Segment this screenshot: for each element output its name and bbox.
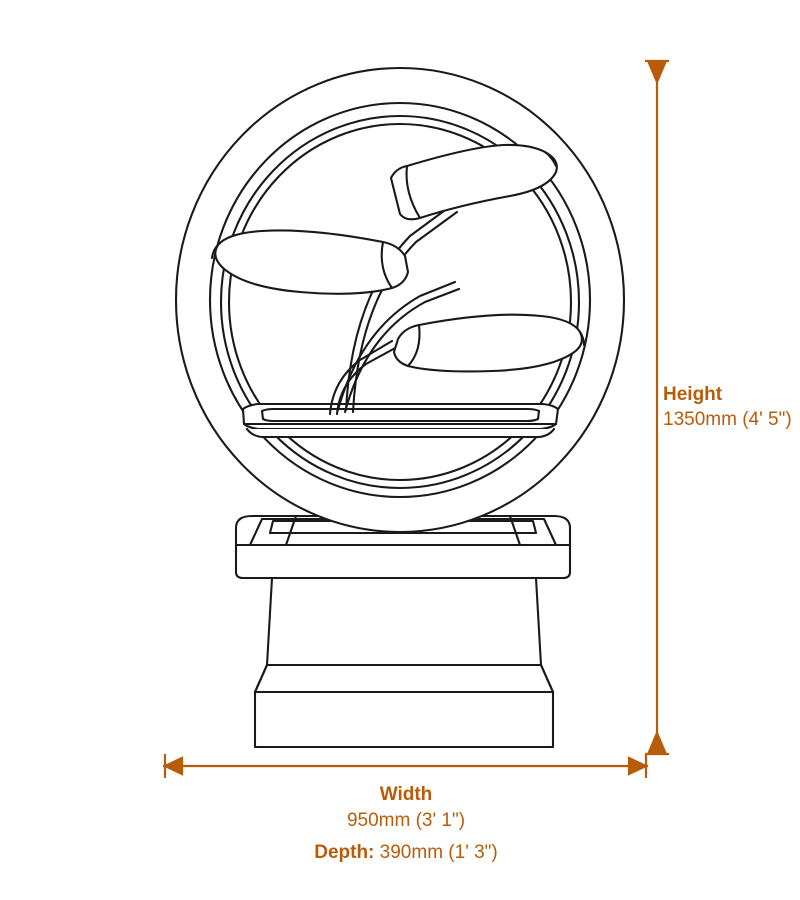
height-dimension-label: Height 1350mm (4' 5") <box>663 382 792 432</box>
plinth-block <box>253 690 555 749</box>
height-arrow-bottom <box>647 730 667 754</box>
ring-foot-right <box>508 514 522 547</box>
fin-stems <box>328 203 461 416</box>
ring-foot-left <box>284 514 298 547</box>
fin-upper-crease <box>405 164 422 220</box>
depth-label-value: 390mm (1' 3") <box>379 842 498 863</box>
pedestal-cap-block <box>234 543 572 580</box>
trough-bottom-edge <box>245 427 556 439</box>
trough-inner-groove <box>260 407 541 423</box>
plinth-bevel-left-edge <box>253 663 269 694</box>
fin-middle-body <box>214 229 410 295</box>
inner-ring-inner-edge <box>227 122 573 482</box>
fin-lower-tip <box>578 330 586 347</box>
height-label-value: 1350mm (4' 5") <box>663 409 792 430</box>
width-label-title: Width <box>379 784 433 805</box>
fin-upper-tip <box>543 150 558 168</box>
fin-blade-upper <box>389 143 558 221</box>
depth-label-title: Depth: <box>314 842 380 863</box>
stem-middle <box>336 280 457 412</box>
height-dimension-line <box>645 59 669 756</box>
height-arrow-top <box>647 61 667 85</box>
height-label-title: Height <box>663 384 723 405</box>
pedestal-base <box>234 514 572 749</box>
width-label-value: 950mm (3' 1") <box>346 810 466 831</box>
plinth-bevel <box>253 663 555 694</box>
depth-dimension-label: Depth: 390mm (1' 3") <box>163 842 649 864</box>
fin-blade-middle <box>210 229 410 295</box>
platform-trough <box>241 402 560 439</box>
width-arrow-right <box>627 756 649 776</box>
width-arrow-left <box>162 756 184 776</box>
fin-middle-crease <box>380 240 394 290</box>
pedestal-column <box>265 576 543 667</box>
width-dimension-label: Width 950mm (3' 1") <box>163 782 649 834</box>
plinth-bevel-right-edge <box>539 663 555 694</box>
fin-lower-body <box>392 313 583 373</box>
fin-blade-lower <box>392 313 586 373</box>
inner-ring <box>219 114 581 490</box>
width-dimension-line <box>162 754 649 778</box>
fin-middle-tip <box>210 243 220 260</box>
stem-middle-b <box>343 287 461 414</box>
fin-upper-body <box>389 143 558 221</box>
fin-lower-crease <box>406 323 421 368</box>
stem-upper <box>344 203 454 412</box>
stem-upper-b <box>351 210 459 414</box>
